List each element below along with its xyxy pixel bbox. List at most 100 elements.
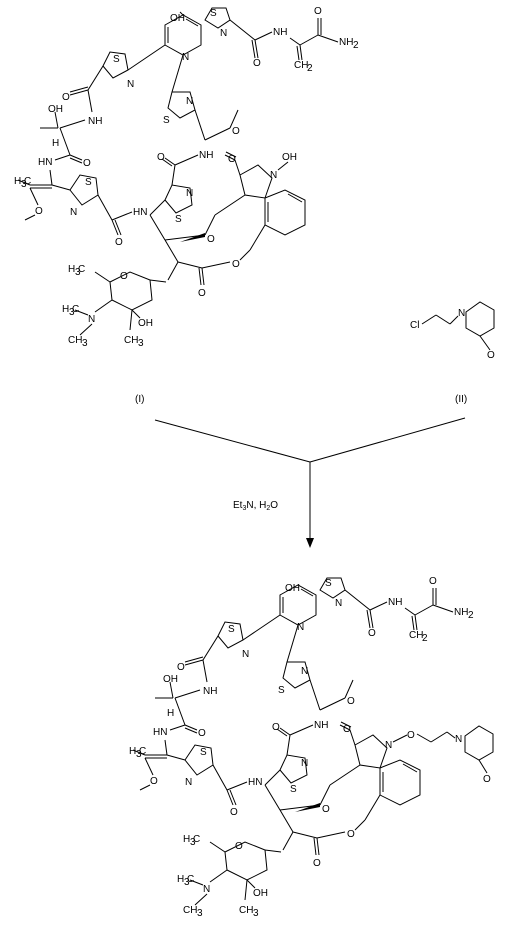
p-amide-nh-1: NH xyxy=(203,686,217,697)
r1-h3c-2-sub: 3 xyxy=(75,267,81,278)
r1-ch2-sub: 2 xyxy=(307,63,313,74)
reaction-conditions: Et3N, H2O xyxy=(233,500,278,512)
reactant-2-label: (II) xyxy=(455,394,467,405)
r1-dimethylamino-n: N xyxy=(88,314,95,325)
reaction-arrow xyxy=(154,417,466,548)
r2-cl-label: Cl xyxy=(410,320,419,331)
r1-ester-o-4: O xyxy=(232,259,240,270)
r1-sugar-oh: OH xyxy=(138,318,153,329)
p-amide-o-2: O xyxy=(429,576,437,587)
p-h3c-1: H xyxy=(129,746,136,757)
r1-h3c-3: H xyxy=(62,304,69,315)
p-hydroxyl-label: OH xyxy=(285,583,300,594)
p-thiazole-n-5: N xyxy=(301,666,308,677)
p-amide-h-label: H xyxy=(167,708,174,719)
r1-nh2-sub: 2 xyxy=(353,40,359,51)
reactant-2-structure: Cl N O xyxy=(410,301,495,361)
reactant-1-label: (I) xyxy=(135,394,144,405)
r1-hydroxyl-label: OH xyxy=(170,13,185,24)
r1-pyridine-n-label: N xyxy=(182,52,189,63)
reactant-1-structure: OH N S N O NH CH 2 O NH 2 S N O NH xyxy=(14,6,359,349)
p-thiazole-s-2: S xyxy=(228,624,235,635)
p-h3c-2-sub: 3 xyxy=(190,837,196,848)
p-thiazole-s-3: S xyxy=(200,747,207,758)
p-terminal-amide-nh: NH xyxy=(388,597,402,608)
r1-nh2-label: NH xyxy=(339,37,353,48)
r1-amide-o-4: O xyxy=(83,158,91,169)
p-n-o-label: O xyxy=(407,730,415,741)
r1-thiazole-s-1: S xyxy=(210,8,217,19)
p-thiazole-n-3: N xyxy=(185,777,192,788)
p-thiazole-n-1: N xyxy=(335,598,342,609)
p-thiazole-s-1: S xyxy=(325,578,332,589)
r1-amide-nh-1: NH xyxy=(88,116,102,127)
p-morph-n-label: N xyxy=(455,734,462,745)
r1-amide-o-5: O xyxy=(115,237,123,248)
p-h3c-3-sub: 3 xyxy=(184,877,190,888)
r1-thiazole-s-5: S xyxy=(163,115,170,126)
p-ch2-sub: 2 xyxy=(422,633,428,644)
p-sugar-oh: OH xyxy=(253,888,268,899)
r1-h3c-3-sub: 3 xyxy=(69,307,75,318)
p-ch3-2-sub: 3 xyxy=(253,908,259,919)
r1-thiazole-s-3: S xyxy=(85,177,92,188)
r1-h3c-1-c: C xyxy=(24,176,31,187)
r1-h3c-2: H xyxy=(68,264,75,275)
r1-ester-o-1: O xyxy=(232,126,240,137)
p-ch3-2: CH xyxy=(239,905,253,916)
p-ester-o-3: O xyxy=(322,804,330,815)
r1-ch3-2-sub: 3 xyxy=(138,338,144,349)
r1-ch2-label: CH xyxy=(294,60,308,71)
r1-methoxy-o: O xyxy=(35,206,43,217)
p-ch2-label: CH xyxy=(409,630,423,641)
p-thiazole-n-2: N xyxy=(242,649,249,660)
p-ch3-1-sub: 3 xyxy=(197,908,203,919)
p-amide-nh-2: HN xyxy=(153,727,167,738)
p-ch3-1: CH xyxy=(183,905,197,916)
r1-amide-o-3: O xyxy=(62,92,70,103)
r1-n-oh: OH xyxy=(282,152,297,163)
r1-ester-o-2: O xyxy=(228,154,236,165)
p-pyridine-n-label: N xyxy=(297,622,304,633)
r1-thiazole-n-4: N xyxy=(186,188,193,199)
r1-terminal-amide-nh: NH xyxy=(273,27,287,38)
p-ester-o-4: O xyxy=(347,829,355,840)
r2-n-label: N xyxy=(458,308,465,319)
r1-thiazole-n-1: N xyxy=(220,28,227,39)
p-amide-o-6: O xyxy=(272,722,280,733)
r1-thiazole-s-4: S xyxy=(175,214,182,225)
p-sugar-o: O xyxy=(235,841,243,852)
r1-amide-o-6: O xyxy=(157,152,165,163)
p-amide-nh-4: NH xyxy=(314,720,328,731)
r1-ch3-2: CH xyxy=(124,335,138,346)
r1-ch3-1-sub: 3 xyxy=(82,338,88,349)
r1-amide-nh-4: NH xyxy=(199,150,213,161)
r1-indole-n: N xyxy=(270,170,277,181)
p-nh2-label: NH xyxy=(454,607,468,618)
r1-thr-oh-label: OH xyxy=(48,104,63,115)
r1-h3c-1-sub: 3 xyxy=(21,179,27,190)
r1-sugar-o: O xyxy=(120,271,128,282)
p-morph-o-label: O xyxy=(483,774,491,785)
p-thiazole-s-5: S xyxy=(278,685,285,696)
p-amide-nh-3: HN xyxy=(248,777,262,788)
r1-h3c-1: H xyxy=(14,176,21,187)
p-ester-o-2: O xyxy=(343,724,351,735)
p-h3c-1-c: C xyxy=(139,746,146,757)
r1-thiazole-n-5: N xyxy=(186,96,193,107)
r1-glyco-carbonyl-o: O xyxy=(198,288,206,299)
r1-thiazole-n-3: N xyxy=(70,207,77,218)
r1-ch3-1: CH xyxy=(68,335,82,346)
p-dimethylamino-n: N xyxy=(203,884,210,895)
p-glyco-carbonyl-o: O xyxy=(313,858,321,869)
p-amide-o-1: O xyxy=(368,628,376,639)
p-nh2-sub: 2 xyxy=(468,610,474,621)
p-amide-o-5: O xyxy=(230,807,238,818)
p-h3c-3-c: C xyxy=(187,874,194,885)
p-indole-n: N xyxy=(385,740,392,751)
p-methoxy-o: O xyxy=(150,776,158,787)
p-h3c-1-sub: 3 xyxy=(136,749,142,760)
r1-thiazole-n-2: N xyxy=(127,79,134,90)
r1-h3c-3-c: C xyxy=(72,304,79,315)
